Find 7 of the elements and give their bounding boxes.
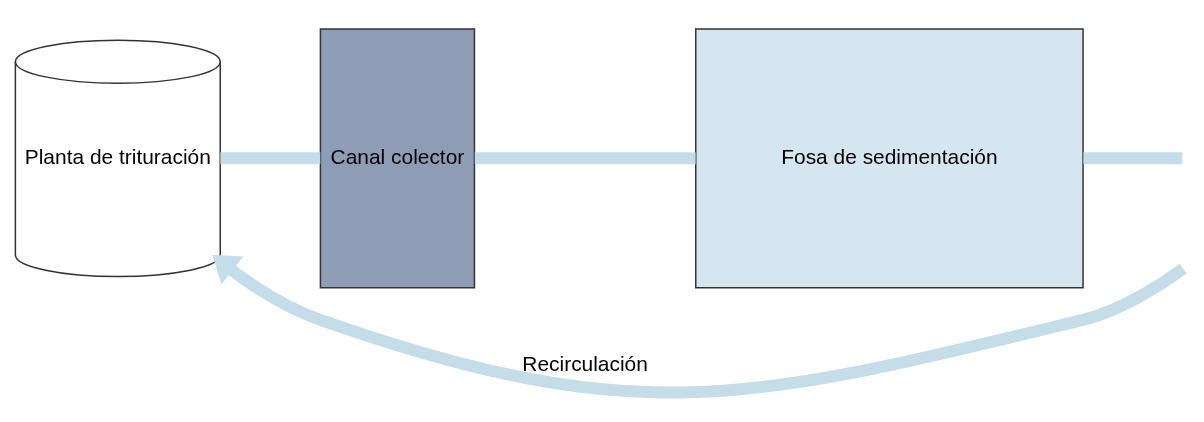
node-box: Fosa de sedimentación bbox=[695, 28, 1084, 289]
connector bbox=[1083, 152, 1183, 165]
connector bbox=[474, 152, 696, 165]
edge-label: Recirculación bbox=[522, 351, 648, 375]
node-box: Canal colector bbox=[319, 28, 476, 289]
connector bbox=[220, 152, 321, 165]
arrow bbox=[212, 254, 1187, 398]
